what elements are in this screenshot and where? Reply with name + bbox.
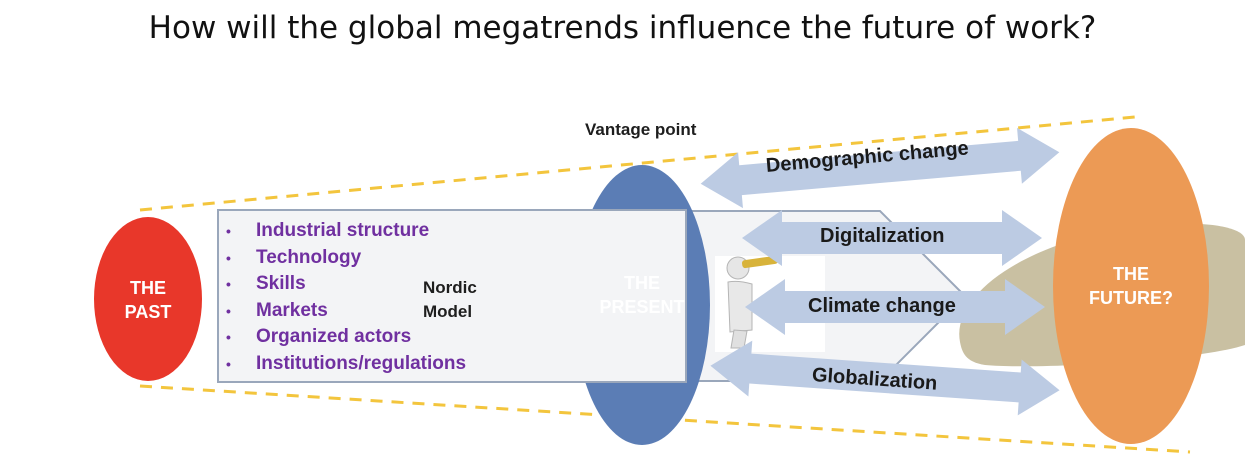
list-item: •Markets xyxy=(226,299,328,321)
figure-right-icon xyxy=(726,255,778,349)
future-circle xyxy=(1053,128,1209,444)
megatrend-label-digitalization: Digitalization xyxy=(820,225,945,247)
list-item: •Industrial structure xyxy=(226,220,430,241)
past-label: THE PAST xyxy=(124,278,172,322)
future-label: THE FUTURE? xyxy=(1089,264,1173,308)
vantage-point-label: Vantage point xyxy=(585,120,697,139)
arrow-climate-change xyxy=(745,279,1045,335)
arrow-demographic-change xyxy=(700,127,1060,209)
present-label: THE PRESENT xyxy=(599,273,685,317)
page-title: How will the global megatrends influence… xyxy=(148,10,1097,46)
megatrend-label-climate: Climate change xyxy=(808,295,956,317)
factors-box xyxy=(217,209,687,383)
past-circle xyxy=(94,217,202,381)
list-item: •Technology xyxy=(226,246,362,268)
factors-list: •Industrial structure •Technology •Skill… xyxy=(226,218,466,377)
list-item: •Skills xyxy=(226,273,306,294)
list-item: •Institutions/regulations xyxy=(226,352,467,374)
arrow-globalization xyxy=(710,340,1060,416)
arrow-digitalization xyxy=(742,210,1042,266)
list-item: •Organized actors xyxy=(226,326,412,347)
nordic-model-label: Nordic Model xyxy=(423,278,477,321)
